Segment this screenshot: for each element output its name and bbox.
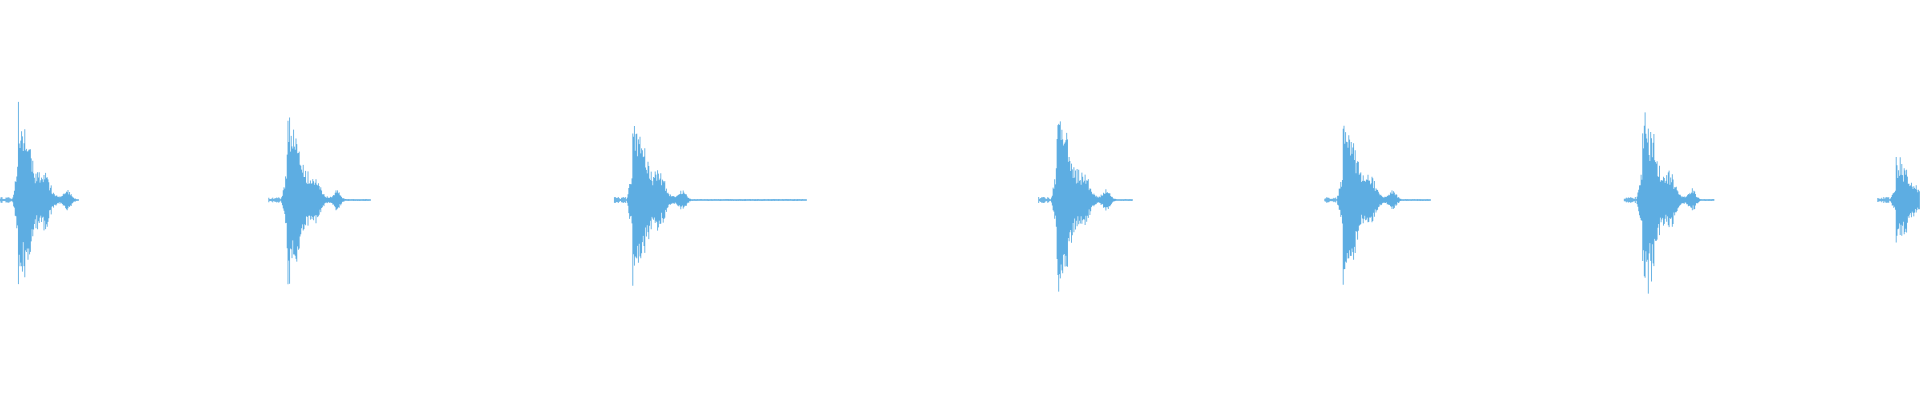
transient-5-shape [1324, 125, 1431, 285]
transient-5 [1324, 125, 1431, 285]
transient-1-shape [0, 101, 79, 285]
transient-6 [1623, 112, 1715, 294]
transient-3 [613, 126, 807, 286]
transient-4 [1038, 121, 1133, 292]
waveform-group [0, 101, 1920, 294]
transient-7 [1877, 157, 1920, 243]
transient-6-shape [1623, 112, 1715, 294]
transient-2 [268, 117, 371, 285]
transient-7-shape [1877, 157, 1920, 243]
transient-4-shape [1038, 121, 1133, 292]
transient-3-shape [613, 126, 807, 286]
transient-1 [0, 101, 79, 285]
transient-2-shape [268, 117, 371, 285]
